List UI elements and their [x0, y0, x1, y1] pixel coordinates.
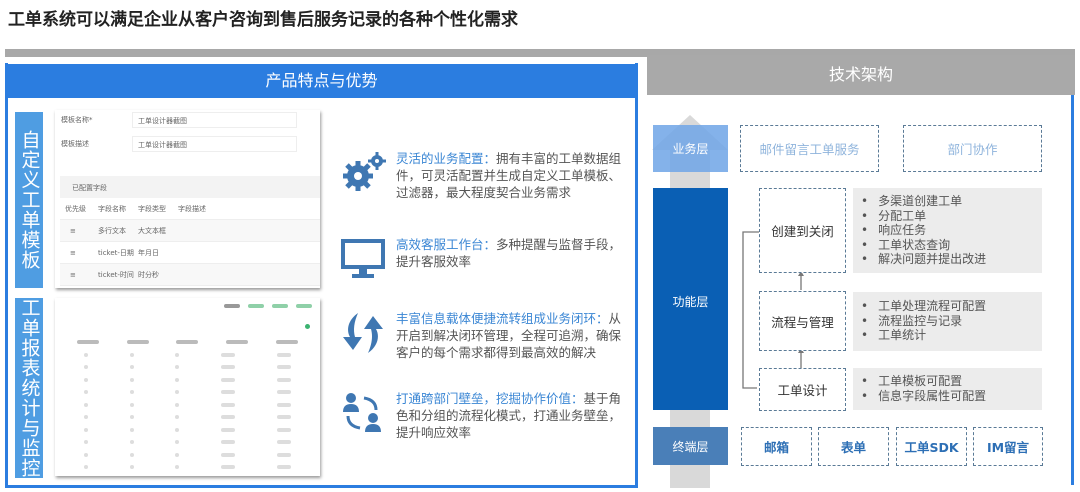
- cell: 时分秒: [138, 270, 159, 279]
- cell: 多行文本: [98, 226, 126, 235]
- feature-item: 灵活的业务配置：拥有丰富的工单数据组件，可灵活配置并生成自定义工单模板、过滤器，…: [340, 150, 632, 201]
- list-item: 分配工单: [861, 209, 1042, 224]
- report-tabs: [224, 304, 312, 308]
- feature-item: 丰富信息载体便捷流转组成业务闭环：从开启到解决闭环管理，全程可追溯，确保客户的每…: [340, 310, 632, 361]
- cell: ticket-日期: [98, 248, 134, 257]
- feature-title: 高效客服工作台：: [396, 237, 497, 252]
- features-panel: [5, 63, 638, 488]
- layer-business: 业务层: [653, 125, 728, 172]
- feature-text: 基于角色和分组的流程化模式，打通业务壁垒，提升响应效率: [396, 391, 622, 440]
- report-row: [63, 427, 312, 432]
- report-row: [63, 452, 312, 457]
- monitor-icon: [341, 239, 385, 278]
- report-row: [63, 377, 312, 382]
- block-list: 工单处理流程可配置 流程监控与记录 工单统计: [853, 292, 1042, 351]
- list-item: 工单模板可配置: [861, 374, 1042, 389]
- drag-handle: ≡: [70, 226, 76, 235]
- label-report-monitor: 工单报表统计与监控: [15, 298, 43, 478]
- list-item: 解决问题并提出改进: [861, 252, 1042, 267]
- gears-icon: [343, 152, 386, 191]
- terminal-form: 表单: [818, 427, 889, 466]
- cycle-arrows-icon: [343, 313, 383, 353]
- table-header: 优先级 字段名称 字段类型 字段描述: [60, 198, 320, 220]
- col-header: 字段类型: [138, 204, 166, 213]
- fields-table: 优先级 字段名称 字段类型 字段描述 ≡ 多行文本 大文本框 ≡ ticket-…: [60, 198, 320, 286]
- block-create-close: 创建到关闭: [759, 188, 846, 273]
- feature-title: 打通跨部门壁垒，挖掘协作价值：: [396, 391, 584, 406]
- layer-terminal: 终端层: [653, 427, 728, 465]
- cell: ticket-时间: [98, 270, 134, 279]
- feature-item: 打通跨部门壁垒，挖掘协作价值：基于角色和分组的流程化模式，打通业务壁垒，提升响应…: [340, 390, 632, 441]
- table-row: ≡ 多行文本 大文本框: [60, 220, 320, 242]
- status-dot: [305, 324, 310, 329]
- list-item: 流程监控与记录: [861, 314, 1042, 329]
- cell: 大文本框: [138, 226, 166, 235]
- desc-label: 模板描述: [61, 140, 89, 148]
- table-row: ≡ ticket-时间 时分秒: [60, 264, 320, 286]
- architecture-header: 技术架构: [647, 55, 1075, 95]
- report-row: [63, 352, 312, 357]
- users-exchange-icon: [343, 393, 381, 432]
- desc-input: 工单设计器截图: [132, 136, 297, 152]
- block-list: 工单模板可配置 信息字段属性可配置: [853, 368, 1042, 410]
- flow-connectors: [742, 231, 804, 391]
- col-header: 字段描述: [178, 204, 206, 213]
- terminal-email: 邮箱: [741, 427, 812, 466]
- report-row: [63, 390, 312, 394]
- block-ticket-design: 工单设计: [759, 368, 846, 411]
- list-item: 工单状态查询: [861, 238, 1042, 253]
- col-header: 字段名称: [98, 204, 126, 213]
- list-item: 信息字段属性可配置: [861, 389, 1042, 404]
- cell: 年月日: [138, 248, 159, 257]
- report-row: [63, 402, 312, 407]
- report-row: [63, 465, 312, 469]
- feature-text: 多种提醒与监督手段，提升客服效率: [396, 237, 622, 269]
- divider: [5, 49, 1075, 57]
- terminal-im: IM留言: [973, 427, 1043, 466]
- terminal-sdk: 工单SDK: [896, 427, 967, 466]
- label-custom-template: 自定义工单模板: [15, 112, 43, 288]
- panel-border: [1071, 95, 1074, 485]
- block-process-manage: 流程与管理: [759, 291, 846, 351]
- name-label: 模板名称*: [61, 116, 93, 124]
- feature-item: 高效客服工作台：多种提醒与监督手段，提升客服效率: [340, 236, 632, 282]
- section-title: 已配置字段: [60, 176, 320, 198]
- page-title: 工单系统可以满足企业从客户咨询到售后服务记录的各种个性化需求: [8, 10, 518, 30]
- report-row: [63, 365, 312, 369]
- report-row: [63, 440, 312, 444]
- layer-function: 功能层: [653, 188, 728, 410]
- report-row: [63, 340, 312, 344]
- feature-text: 从开启到解决闭环管理，全程可追溯，确保客户的每个需求都得到最高效的解决: [396, 311, 622, 360]
- business-box: 邮件留言工单服务: [740, 125, 879, 172]
- list-item: 工单统计: [861, 328, 1042, 343]
- feature-title: 灵活的业务配置：: [396, 151, 497, 166]
- table-row: ≡ ticket-日期 年月日: [60, 242, 320, 264]
- list-item: 响应任务: [861, 223, 1042, 238]
- report-row: [63, 415, 312, 419]
- name-input: 工单设计器截图: [132, 112, 297, 128]
- report-screenshot: [55, 298, 320, 476]
- list-item: 多渠道创建工单: [861, 194, 1042, 209]
- drag-handle: ≡: [70, 248, 76, 257]
- drag-handle: ≡: [70, 270, 76, 279]
- block-list: 多渠道创建工单 分配工单 响应任务 工单状态查询 解决问题并提出改进: [853, 188, 1042, 273]
- feature-text: 拥有丰富的工单数据组件，可灵活配置并生成自定义工单模板、过滤器，最大程度契合业务…: [396, 151, 622, 200]
- template-screenshot: 模板名称* 工单设计器截图 模板描述 工单设计器截图 已配置字段 优先级 字段名…: [55, 110, 320, 288]
- col-header: 优先级: [65, 204, 86, 213]
- features-header: 产品特点与优势: [5, 64, 638, 98]
- list-item: 工单处理流程可配置: [861, 299, 1042, 314]
- business-box: 部门协作: [903, 125, 1042, 172]
- feature-title: 丰富信息载体便捷流转组成业务闭环：: [396, 311, 609, 326]
